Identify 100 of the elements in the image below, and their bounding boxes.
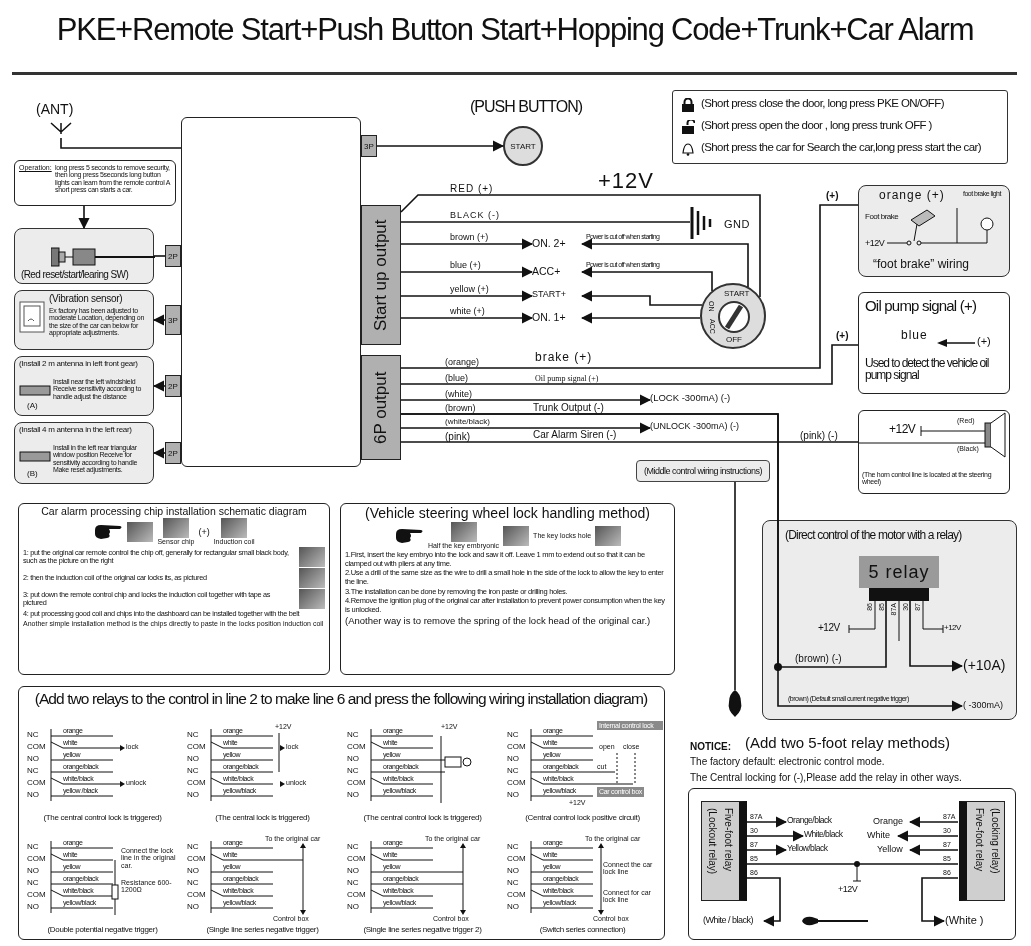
- terminal-label: NC: [507, 878, 519, 888]
- terminal-label: COM: [27, 890, 46, 900]
- terminal-label: ACC+: [532, 265, 582, 280]
- connector-line: [400, 344, 859, 385]
- terminal-label: NO: [187, 790, 199, 800]
- arrow: [152, 380, 166, 392]
- sensor-box: [14, 290, 154, 350]
- wire-label: blue: [901, 329, 928, 343]
- caption-text: (Single line series negative trigger 2): [362, 925, 483, 935]
- caption-text: (B): [27, 469, 38, 479]
- terminal-label: NO: [507, 790, 519, 800]
- terminal-label: NC: [187, 878, 199, 888]
- relay-name: Five-foot relay: [973, 808, 985, 872]
- signal-label: Trunk Output (-): [533, 402, 604, 414]
- caption-text: (Single line series negative trigger): [205, 925, 320, 935]
- relay-box: 5 relay: [859, 556, 939, 601]
- terminal-label: COM: [187, 778, 206, 788]
- panel-title: Car alarm processing chip installation schematic diagram: [41, 505, 307, 518]
- terminal-label: NC: [507, 730, 519, 740]
- edge-label: blue (+): [450, 260, 481, 271]
- terminal-label: NO: [187, 902, 199, 912]
- heading-text: (Install 2 m antenna in left front gear): [19, 359, 139, 369]
- antenna-box: [14, 356, 154, 416]
- instruction-panel: [340, 503, 675, 675]
- connector-line: [734, 481, 736, 691]
- arrow: [376, 140, 505, 152]
- antenna-icon: [50, 121, 72, 135]
- arrow: [896, 830, 959, 842]
- terminal-label: NC: [187, 730, 199, 740]
- relay-box: [701, 801, 747, 901]
- edge-label: (white/black): [445, 417, 490, 427]
- wire-label: Orange/black: [787, 816, 843, 829]
- heading-text: (Vibration sensor): [49, 293, 123, 305]
- voltage-label: +12V: [865, 238, 885, 249]
- terminal-label: NO: [347, 866, 359, 876]
- notice-label: NOTICE:: [690, 741, 732, 753]
- arrow: [400, 312, 534, 324]
- arrow: [152, 447, 166, 459]
- edge-label: RED (+): [450, 183, 494, 195]
- terminal-label: ON. 1+: [532, 311, 582, 326]
- relay-panel: [762, 520, 1017, 720]
- legend-text: (Short press the car for Search the car,long press start the car): [701, 141, 981, 155]
- signal-label: brake (+): [535, 351, 593, 365]
- signal-label: Oil pump signal (+): [535, 374, 599, 384]
- arrow: [908, 844, 959, 856]
- connector-plug: 3P: [165, 305, 181, 335]
- arrow: [78, 205, 90, 230]
- notice-heading: (Add two 5-foot relay methods): [745, 734, 951, 752]
- terminal-label: NO: [507, 902, 519, 912]
- arrow: [921, 877, 959, 927]
- label-text: (+): [198, 526, 210, 538]
- terminal-label: COM: [507, 890, 526, 900]
- terminal-label: NO: [27, 754, 39, 764]
- terminal-label: NC: [187, 766, 199, 776]
- edge-label: (pink): [445, 431, 470, 443]
- terminal-label: ON. 2+: [532, 237, 582, 252]
- terminal-label: NO: [347, 902, 359, 912]
- signal-label: Car Alarm Siren (-): [533, 430, 617, 441]
- connector-plug: 3P: [361, 135, 377, 157]
- arrow: [400, 266, 534, 278]
- connector-plug: 2P: [165, 245, 181, 267]
- terminal-label: NO: [507, 866, 519, 876]
- antenna-label: (ANT): [36, 101, 74, 118]
- caption-text: (Central control lock positive circuit): [524, 813, 641, 823]
- relay-role: (Locking relay): [989, 808, 1001, 874]
- wire-label: (brown): [445, 403, 476, 414]
- caption-text: (The central lock is triggered): [214, 813, 311, 823]
- terminal-label: NO: [187, 866, 199, 876]
- panel-title: (Add two relays to the control in line 2 to make line 6 and press the following wiring installation diagram): [33, 690, 649, 708]
- arrow: [745, 877, 781, 927]
- caption-text: (A): [27, 401, 38, 411]
- terminal-label: COM: [507, 778, 526, 788]
- arrow: [580, 312, 701, 324]
- wire-label: Yellow/black: [787, 844, 841, 857]
- connector-line: [745, 863, 959, 865]
- arrow: [400, 290, 534, 302]
- part-label: Foot brake: [865, 212, 899, 222]
- edge-label: yellow (+): [450, 284, 489, 295]
- wire-label: (White ): [945, 914, 991, 929]
- output-label: (LOCK -300mA) (-): [650, 393, 762, 408]
- terminal-label: NC: [187, 842, 199, 852]
- terminal-label: NO: [187, 754, 199, 764]
- polarity-label: (+): [826, 190, 839, 202]
- terminal-label: NC: [507, 766, 519, 776]
- horn-box: [858, 410, 1010, 494]
- terminal-label: NC: [347, 878, 359, 888]
- terminal-label: COM: [27, 778, 46, 788]
- connector-line: [400, 204, 859, 369]
- voltage-label: +12V: [838, 884, 858, 895]
- terminal-label: NC: [27, 842, 39, 852]
- arrow: [400, 394, 652, 406]
- wire-label: (pink) (-): [800, 430, 838, 442]
- terminal-label: COM: [507, 742, 526, 752]
- wiring-box: [858, 185, 1010, 277]
- terminal-label: NC: [27, 878, 39, 888]
- caption-text: (Switch series connection): [538, 925, 627, 935]
- arrow: [400, 413, 964, 712]
- arrow: [745, 816, 788, 828]
- edge-label: (orange): [445, 357, 480, 368]
- control-unit-box: [181, 117, 361, 467]
